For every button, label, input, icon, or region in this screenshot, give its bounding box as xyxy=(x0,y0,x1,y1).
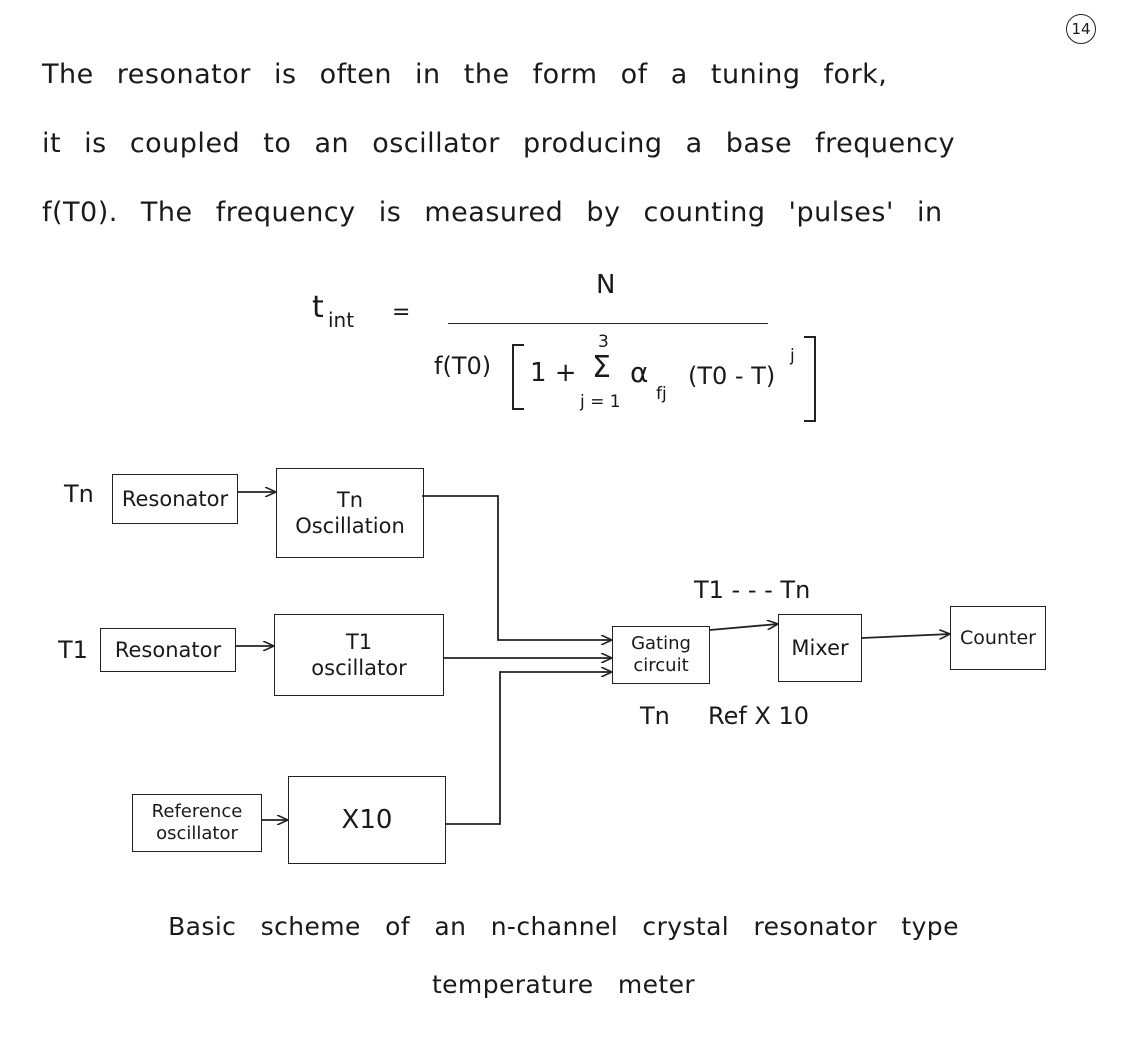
wire-x10-to-gating xyxy=(446,672,612,825)
equation-power: j xyxy=(790,346,795,366)
gating-tn-label: Tn xyxy=(640,702,670,730)
tn-oscillation-label-1: Tn xyxy=(336,488,364,512)
paragraph-line: it is coupled to an oscillator producing… xyxy=(42,128,956,159)
x10-label: X10 xyxy=(341,805,393,835)
reference-label-2: oscillator xyxy=(156,823,238,844)
sum-symbol: Σ xyxy=(592,350,611,385)
left-bracket xyxy=(512,344,524,410)
sum-upper-limit: 3 xyxy=(598,332,609,352)
x10-multiplier-box: X10 xyxy=(288,776,446,864)
wire-osc-n-to-gating xyxy=(422,495,612,640)
gating-label-2: circuit xyxy=(633,655,689,676)
channel-range-label: T1 - - - Tn xyxy=(694,576,811,604)
gating-label-1: Gating xyxy=(631,633,691,654)
right-bracket xyxy=(804,336,816,422)
paragraph-line: f(T0). The frequency is measured by coun… xyxy=(42,197,943,228)
resonator-1-box: Resonator xyxy=(100,628,236,672)
resonator-n-label: Resonator xyxy=(121,487,229,511)
alpha-subscript: fj xyxy=(656,384,667,404)
equation-lhs: t xyxy=(312,290,324,325)
gating-circuit-box: Gating circuit xyxy=(612,626,710,684)
equation-term: (T0 - T) xyxy=(688,362,776,390)
counter-box: Counter xyxy=(950,606,1046,670)
reference-label-1: Reference xyxy=(151,801,243,822)
input-label-tn: Tn xyxy=(64,480,94,508)
mixer-label: Mixer xyxy=(791,636,849,660)
input-label-t1: T1 xyxy=(58,636,88,664)
equation-one-plus: 1 + xyxy=(530,358,577,388)
page-number: 14 xyxy=(1066,14,1096,44)
alpha-symbol: α xyxy=(630,356,649,389)
wire-mixer-to-counter xyxy=(861,634,950,638)
equation-equals: = xyxy=(392,300,411,325)
equation-numerator: N xyxy=(596,270,616,300)
tn-oscillation-box: Tn Oscillation xyxy=(276,468,424,558)
caption-line: Basic scheme of an n-channel crystal res… xyxy=(168,912,959,941)
equation-lhs-subscript: int xyxy=(328,308,355,332)
paragraph-line: The resonator is often in the form of a … xyxy=(42,59,888,90)
resonator-n-box: Resonator xyxy=(112,474,238,524)
wire-gating-to-mixer xyxy=(709,624,778,631)
counter-label: Counter xyxy=(960,627,1036,649)
caption-line: temperature meter xyxy=(431,970,696,999)
mixer-box: Mixer xyxy=(778,614,862,682)
paragraph: The resonator is often in the form of a … xyxy=(42,40,1092,247)
t1-oscillator-label-2: oscillator xyxy=(311,656,407,680)
t1-oscillator-label-1: T1 xyxy=(345,630,373,654)
t1-oscillator-box: T1 oscillator xyxy=(274,614,444,696)
fraction-bar xyxy=(448,323,768,324)
tn-oscillation-label-2: Oscillation xyxy=(295,514,405,538)
ref-x10-label: Ref X 10 xyxy=(708,702,810,730)
equation-denominator-prefix: f(T0) xyxy=(434,352,492,380)
reference-oscillator-box: Reference oscillator xyxy=(132,794,262,852)
resonator-1-label: Resonator xyxy=(114,638,222,662)
sum-lower-limit: j = 1 xyxy=(580,392,621,412)
